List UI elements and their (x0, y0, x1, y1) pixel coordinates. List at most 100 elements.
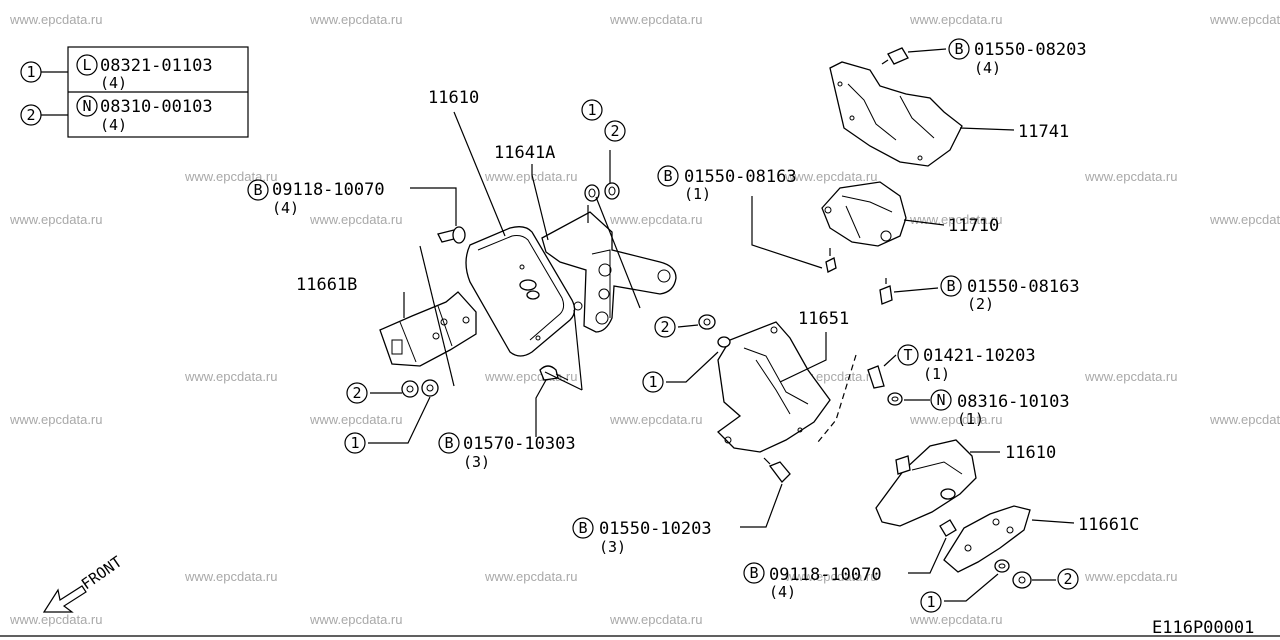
callout-n-08316-part: 08316-10103 (957, 392, 1070, 412)
callout-11641a: 11641A (494, 143, 555, 163)
legend-1-part-number: 08321-01103 (100, 56, 213, 76)
callout-b-09118-bottom-part: 09118-10070 (769, 565, 882, 585)
callout-11741: 11741 (1018, 122, 1069, 142)
callout-b-01570-part: 01570-10303 (463, 434, 576, 454)
watermark: www.epcdata.ru (609, 612, 703, 627)
watermark: www.epcdata.ru (909, 12, 1003, 27)
watermark: www.epcdata.ru (184, 369, 278, 384)
callout-b-09118-bottom-letter: B (749, 564, 758, 582)
bolt-09118-top (437, 226, 466, 244)
callout-b-01550-08163-b-qty: (2) (967, 295, 994, 313)
watermark: www.epcdata.ru (1084, 169, 1178, 184)
watermark: www.epcdata.ru (484, 369, 578, 384)
leader-lines-middle (666, 324, 930, 528)
callout-b-01550-08203-qty: (4) (974, 59, 1001, 77)
callout-n-08316-qty: (1) (957, 410, 984, 428)
callout-b-01550-10203-part: 01550-10203 (599, 519, 712, 539)
watermark: www.epcdata.ru (484, 569, 578, 584)
legend-table: 1 L 08321-01103 (4) 2 N 08310-00103 (4) (20, 46, 249, 138)
callout-b-01550-08163-b-letter: B (946, 277, 955, 295)
watermark: www.epcdata.ru (309, 212, 403, 227)
front-direction-arrow: FRONT (42, 553, 125, 613)
callout-b-01550-08163-b-part: 01550-08163 (967, 277, 1080, 297)
callout-11661b: 11661B (296, 275, 357, 295)
watermark: www.epcdata.ru (9, 212, 103, 227)
bolt-01550-08163-lower (879, 278, 893, 305)
watermark: www.epcdata.ru (9, 412, 103, 427)
callout-b-01550-10203-qty: (3) (599, 538, 626, 556)
callout-t-01421-qty: (1) (923, 365, 950, 383)
watermark: www.epcdata.ru (784, 169, 878, 184)
watermark: www.epcdata.ru (1209, 412, 1280, 427)
bolt-09118-bottom (939, 519, 957, 537)
callout-11710: 11710 (948, 216, 999, 236)
ref-marker-2: 2 (1063, 570, 1072, 588)
washer-nut-pair-top (584, 182, 620, 202)
watermark: www.epcdata.ru (1084, 569, 1178, 584)
watermark: www.epcdata.ru (1209, 12, 1280, 27)
watermark: www.epcdata.ru (484, 169, 578, 184)
ref-marker-2: 2 (610, 122, 619, 140)
ref-marker-1: 1 (926, 593, 935, 611)
mount-insulator-11710 (821, 181, 907, 247)
callout-b-09118-top-qty: (4) (272, 199, 299, 217)
callout-11610-top: 11610 (428, 88, 479, 108)
callouts: 11610 11641A 11661B 11741 11710 11651 11… (247, 38, 1139, 601)
ref-marker-1: 1 (648, 373, 657, 391)
legend-1-index: 1 (26, 63, 35, 81)
front-label: FRONT (78, 553, 125, 594)
bolt-01550-08203 (881, 47, 909, 65)
watermark: www.epcdata.ru (9, 612, 103, 627)
watermark: www.epcdata.ru (609, 212, 703, 227)
legend-2-part-number: 08310-00103 (100, 97, 213, 117)
callout-b-01550-08163-a-letter: B (663, 167, 672, 185)
figure-code: E116P00001 (1152, 618, 1254, 638)
callout-b-01550-08163-a-qty: (1) (684, 185, 711, 203)
callout-11661c: 11661C (1078, 515, 1139, 535)
mount-bracket-11641a (541, 211, 677, 333)
callout-t-01421-part: 01421-10203 (923, 346, 1036, 366)
watermark: www.epcdata.ru (909, 612, 1003, 627)
mount-stopper-11661b (379, 291, 477, 367)
washer-nut-pair-bottom (994, 559, 1032, 589)
watermark: www.epcdata.ru (9, 12, 103, 27)
leader-lines-left (368, 111, 641, 444)
callout-b-09118-bottom-qty: (4) (769, 583, 796, 601)
legend-1-letter: L (82, 56, 91, 74)
watermark: www.epcdata.ru (309, 12, 403, 27)
watermark: www.epcdata.ru (1209, 212, 1280, 227)
mount-bracket-11651 (717, 321, 831, 453)
nut-08316 (887, 392, 903, 406)
reference-markers: 1 2 2 1 2 1 1 2 (344, 99, 1079, 613)
callout-11610-bottom: 11610 (1005, 443, 1056, 463)
bolt-01550-10203 (763, 457, 791, 483)
callout-n-08316-letter: N (936, 391, 945, 409)
leader-lines-right-top (751, 48, 1015, 293)
callout-b-01550-08203-letter: B (954, 40, 963, 58)
watermark: www.epcdata.ru (784, 569, 878, 584)
leader-lines-bottom (908, 451, 1075, 602)
callout-b-01570-letter: B (444, 434, 453, 452)
callout-b-09118-top-letter: B (253, 181, 262, 199)
callout-b-09118-top-part: 09118-10070 (272, 180, 385, 200)
callout-b-01550-08203-part: 01550-08203 (974, 40, 1087, 60)
washer-nut-pair-left (401, 379, 439, 398)
callout-t-01421-letter: T (903, 346, 912, 364)
nut-washer-middle (698, 314, 731, 348)
ref-marker-1: 1 (587, 101, 596, 119)
watermark: www.epcdata.ru (609, 12, 703, 27)
watermark: www.epcdata.ru (1084, 369, 1178, 384)
mount-stopper-11661c (943, 505, 1031, 573)
legend-1-qty: (4) (100, 74, 127, 92)
callout-b-01550-10203-letter: B (578, 519, 587, 537)
bolt-01550-08163-upper (825, 248, 837, 273)
callout-11651: 11651 (798, 309, 849, 329)
stud-01421 (867, 365, 885, 389)
legend-2-qty: (4) (100, 116, 127, 134)
watermark: www.epcdata.ru (184, 569, 278, 584)
ref-marker-1: 1 (350, 434, 359, 452)
watermark: www.epcdata.ru (609, 412, 703, 427)
callout-b-01550-08163-a-part: 01550-08163 (684, 167, 797, 187)
legend-2-index: 2 (26, 106, 35, 124)
